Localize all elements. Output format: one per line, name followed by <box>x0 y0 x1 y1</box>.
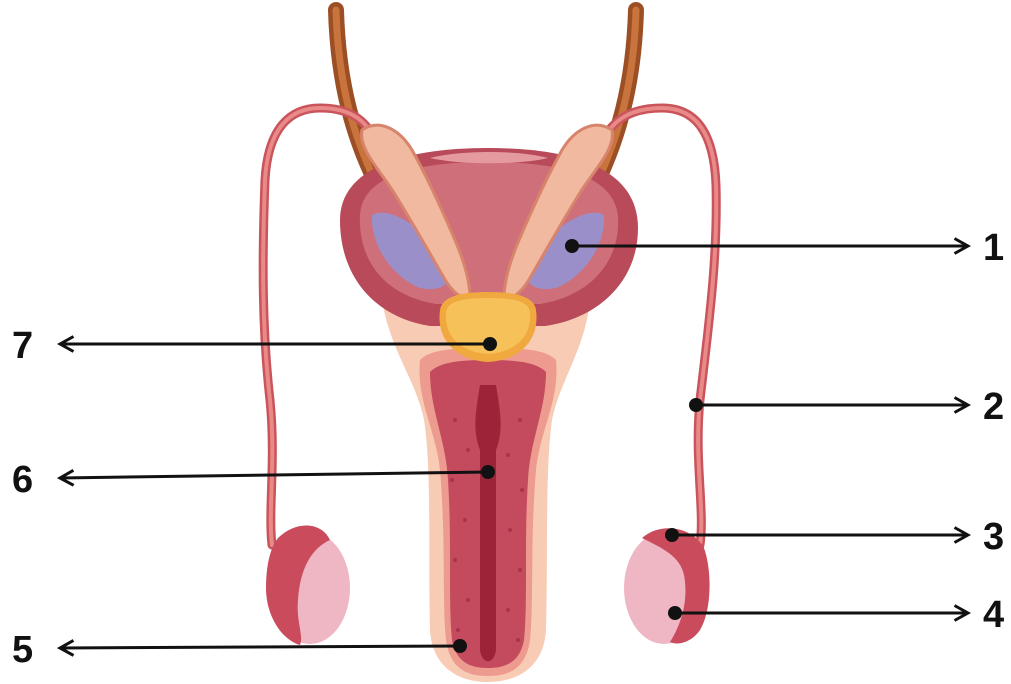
label-6: 6 <box>12 459 33 501</box>
pointer-3 <box>665 528 968 542</box>
label-7: 7 <box>12 325 33 367</box>
pointer-2 <box>689 398 968 412</box>
right-testis <box>624 528 710 644</box>
label-3: 3 <box>983 516 1004 558</box>
label-2: 2 <box>983 386 1004 428</box>
label-1: 1 <box>983 227 1004 269</box>
label-5: 5 <box>12 629 33 671</box>
pointer-4 <box>668 606 968 620</box>
left-testis <box>266 525 350 645</box>
label-4: 4 <box>983 594 1004 636</box>
pointer-5 <box>60 639 467 653</box>
